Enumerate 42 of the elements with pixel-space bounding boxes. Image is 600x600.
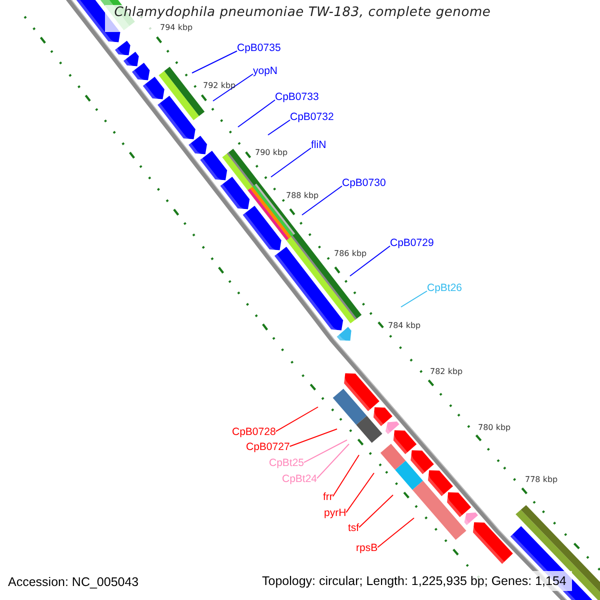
- gene-label: rpsB: [356, 542, 378, 554]
- gene-label: tsf: [348, 522, 360, 534]
- scale-label: 778 kbp: [525, 475, 558, 485]
- gene-label: CpB0727: [246, 441, 290, 453]
- gene-label: CpBt25: [269, 457, 304, 469]
- scale-label: 784 kbp: [388, 321, 421, 331]
- gene-label: CpB0729: [390, 237, 434, 249]
- scale-label: 788 kbp: [286, 191, 319, 201]
- leader-line: [268, 120, 290, 136]
- leader-line: [400, 290, 428, 308]
- gene-label: CpB0728: [232, 426, 276, 438]
- leader-line: [304, 440, 348, 463]
- scale-label: 794 kbp: [160, 23, 193, 33]
- leader-line: [358, 494, 394, 528]
- leader-line: [212, 74, 254, 102]
- gene-label: CpB0733: [275, 91, 319, 103]
- accession-label: Accession: NC_005043: [8, 574, 139, 591]
- gene-label: pyrH: [324, 507, 346, 519]
- gene-label: CpBt24: [282, 473, 318, 485]
- leader-line: [275, 406, 318, 432]
- leader-line: [270, 148, 312, 178]
- leader-line: [350, 246, 390, 276]
- gene-label: CpBt26: [427, 282, 462, 294]
- leader-line: [377, 518, 414, 548]
- leader-line: [346, 472, 374, 513]
- gene-label: frr: [323, 491, 333, 503]
- gene-label: CpB0735: [237, 42, 281, 54]
- scale-label: 792 kbp: [203, 81, 236, 91]
- gene-label: CpB0730: [342, 177, 386, 189]
- gene-label: CpB0732: [290, 111, 334, 123]
- gene-label: yopN: [253, 65, 278, 77]
- scale-label: 780 kbp: [478, 423, 511, 433]
- leader-line: [302, 186, 342, 216]
- leader-line: [332, 454, 360, 497]
- leader-line: [238, 100, 276, 128]
- scale-label: 782 kbp: [430, 367, 463, 377]
- gene-label: fliN: [311, 139, 326, 151]
- leader-line: [192, 50, 238, 74]
- scale-label: 786 kbp: [334, 249, 367, 259]
- scale-label: 790 kbp: [255, 148, 288, 158]
- leader-line: [289, 428, 338, 447]
- leader-line: [316, 444, 350, 479]
